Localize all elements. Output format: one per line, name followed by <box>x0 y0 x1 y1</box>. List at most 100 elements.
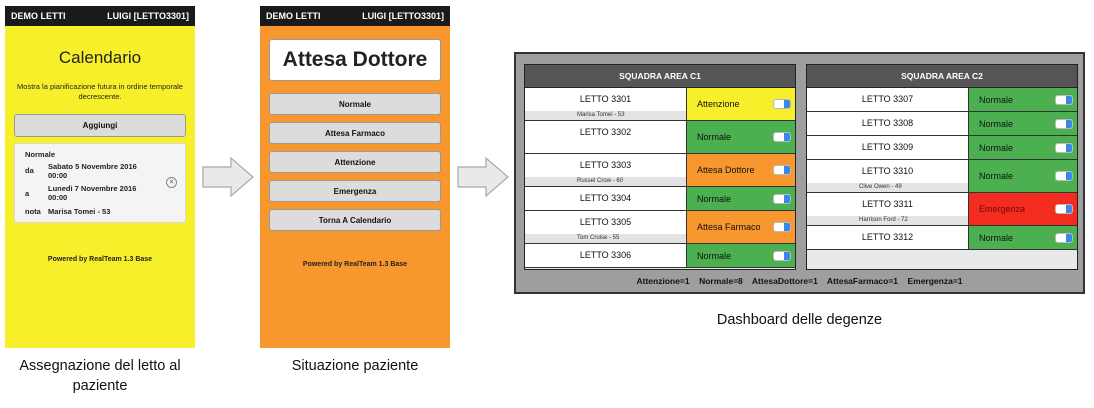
bed-status: Attesa Dottore <box>687 154 795 186</box>
bed-status: Normale <box>687 187 795 210</box>
back-to-calendar-button[interactable]: Torna A Calendario <box>269 209 441 231</box>
bed-cell: LETTO 3306 <box>525 244 687 267</box>
bed-row[interactable]: LETTO 3306 Normale <box>525 244 795 268</box>
arrow-right-icon <box>201 156 255 198</box>
entry-to-label: a <box>25 189 30 198</box>
status-toggle-icon[interactable] <box>1055 94 1073 105</box>
powered-by: Powered by RealTeam 1.3 Base <box>47 256 153 263</box>
entry-to-value: Lunedì 7 Novembre 2016 00:00 <box>48 184 137 202</box>
status-button-normale[interactable]: Normale <box>269 93 441 115</box>
bed-cell: LETTO 3309 <box>807 136 969 159</box>
bed-cell: LETTO 3307 <box>807 88 969 111</box>
status-toggle-icon[interactable] <box>1055 118 1073 129</box>
patient-name: Tom Cruise - 55 <box>525 234 686 243</box>
current-status-title: Attesa Dottore <box>269 39 441 81</box>
bed-status: Emergenza <box>969 193 1077 225</box>
caption-status: Situazione paziente <box>291 358 419 374</box>
entry-note-label: nota <box>25 207 41 216</box>
bed-name: LETTO 3307 <box>861 94 914 104</box>
status-toggle-icon[interactable] <box>773 165 791 175</box>
patient-name: Harrison Ford - 72 <box>807 216 968 225</box>
status-label: Normale <box>979 118 1014 129</box>
status-toggle-icon[interactable] <box>773 222 791 232</box>
status-button-attesa-farmaco[interactable]: Attesa Farmaco <box>269 122 441 144</box>
user-label: LUIGI [LETTO3301] <box>107 11 189 21</box>
status-toggle-icon[interactable] <box>1055 204 1073 214</box>
entry-from-value: Sabato 5 Novembre 2016 00:00 <box>48 162 137 180</box>
patient-name: Clive Owen - 49 <box>807 183 968 192</box>
team-header: SQUADRA AREA C2 <box>807 65 1077 88</box>
bed-row[interactable]: LETTO 3309 Normale <box>807 136 1077 160</box>
bed-status: Attesa Farmaco <box>687 211 795 243</box>
bed-cell: LETTO 3312 <box>807 226 969 249</box>
bed-name: LETTO 3311 <box>862 199 913 209</box>
status-label: Attesa Dottore <box>697 165 755 175</box>
status-toggle-icon[interactable] <box>1055 232 1073 243</box>
status-button-attenzione[interactable]: Attenzione <box>269 151 441 173</box>
bed-status: Normale <box>687 121 795 153</box>
patient-status-screen: DEMO LETTI LUIGI [LETTO3301] Attesa Dott… <box>260 6 450 348</box>
bed-status: Normale <box>687 244 795 267</box>
bed-cell: LETTO 3302 <box>525 121 687 153</box>
status-label: Normale <box>979 142 1014 153</box>
caption-calendar: Assegnazione del letto al paziente <box>19 358 181 394</box>
bed-name: LETTO 3305 <box>579 217 632 227</box>
bed-name: LETTO 3309 <box>861 142 914 152</box>
status-label: Normale <box>979 171 1014 181</box>
bed-name: LETTO 3303 <box>579 160 632 170</box>
status-toggle-icon[interactable] <box>773 99 791 109</box>
bed-name: LETTO 3304 <box>579 193 632 203</box>
page-title: Calendario <box>58 48 142 67</box>
status-label: Normale <box>697 132 732 142</box>
bed-status: Attenzione <box>687 88 795 120</box>
bed-cell: LETTO 3304 <box>525 187 687 210</box>
add-button[interactable]: Aggiungi <box>14 114 186 137</box>
status-toggle-icon[interactable] <box>773 250 791 261</box>
app-name: DEMO LETTI <box>11 11 66 21</box>
bed-row[interactable]: LETTO 3304 Normale <box>525 187 795 211</box>
status-label: Normale <box>979 232 1014 243</box>
user-label: LUIGI [LETTO3301] <box>362 11 444 21</box>
patient-name: Marisa Tomei - 53 <box>525 111 686 120</box>
page-description: Mostra la pianificazione futura in ordin… <box>17 82 183 101</box>
bed-name: LETTO 3302 <box>579 127 632 137</box>
status-label: Normale <box>697 193 732 204</box>
caption-dashboard: Dashboard delle degenze <box>716 312 883 328</box>
bed-status: Normale <box>969 112 1077 135</box>
bed-row[interactable]: LETTO 3308 Normale <box>807 112 1077 136</box>
top-bar: DEMO LETTI LUIGI [LETTO3301] <box>260 6 450 26</box>
status-label: Emergenza <box>979 204 1026 214</box>
bed-row[interactable]: LETTO 3312 Normale <box>807 226 1077 250</box>
status-summary: Attenzione=1 Normale=8 AttesaDottore=1 A… <box>636 276 963 286</box>
team-header: SQUADRA AREA C1 <box>525 65 795 88</box>
bed-name: LETTO 3301 <box>579 94 632 104</box>
bed-name: LETTO 3306 <box>579 250 632 260</box>
powered-by: Powered by RealTeam 1.3 Base <box>302 261 408 268</box>
status-toggle-icon[interactable] <box>773 193 791 204</box>
status-toggle-icon[interactable] <box>773 132 791 142</box>
calendar-screen: DEMO LETTI LUIGI [LETTO3301] Calendario … <box>5 6 195 348</box>
status-label: Normale <box>697 250 732 261</box>
status-toggle-icon[interactable] <box>1055 142 1073 153</box>
remove-entry-icon[interactable]: × <box>166 177 177 188</box>
status-button-emergenza[interactable]: Emergenza <box>269 180 441 202</box>
bed-cell: LETTO 3308 <box>807 112 969 135</box>
patient-name: Russel Crow - 60 <box>525 177 686 186</box>
schedule-entry[interactable]: Normale da Sabato 5 Novembre 2016 00:00 … <box>14 143 186 223</box>
bed-status: Normale <box>969 160 1077 192</box>
bed-name: LETTO 3310 <box>861 166 914 176</box>
bed-status: Normale <box>969 136 1077 159</box>
status-toggle-icon[interactable] <box>1055 171 1073 181</box>
